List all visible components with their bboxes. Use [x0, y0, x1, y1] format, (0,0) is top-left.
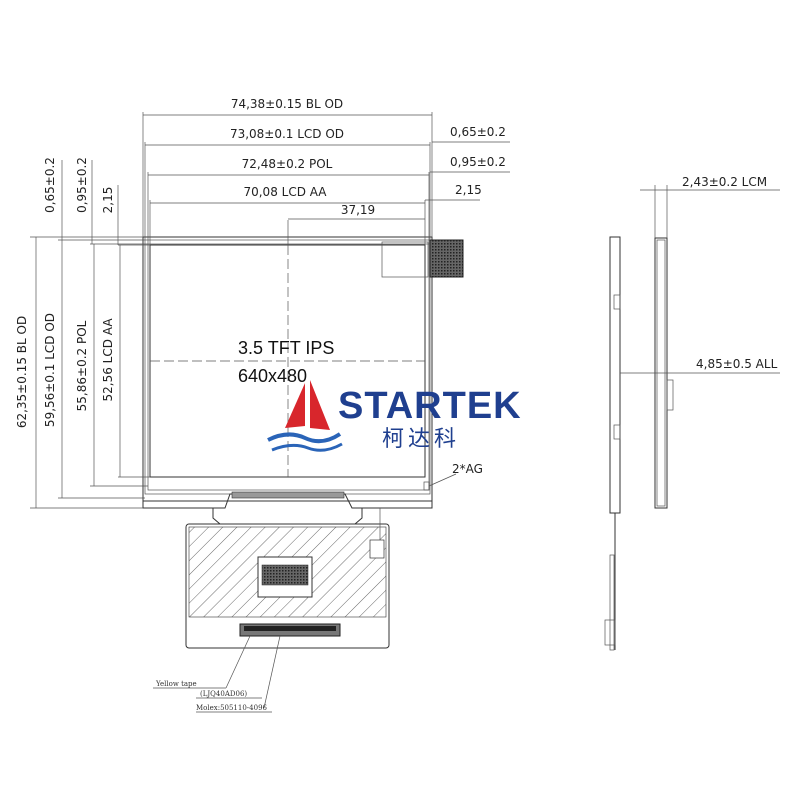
- brand-name-cn: 柯达科: [382, 427, 460, 452]
- dim-lcd-aa-width: 70,08 LCD AA: [243, 185, 327, 199]
- ag-label: 2*AG: [452, 462, 483, 476]
- dim-lcd-aa-height: 52,56 LCD AA: [101, 318, 115, 402]
- connector-part-note: (LJQ40AD06): [200, 690, 247, 698]
- startek-logo: STARTEK 柯达科: [267, 380, 522, 452]
- dim-lcd-od-width: 73,08±0.1 LCD OD: [230, 127, 344, 141]
- mesh-block: [429, 239, 464, 278]
- top-dimensions: 74,38±0.15 BL OD 73,08±0.1 LCD OD 72,48±…: [142, 97, 510, 245]
- bl-outline: [142, 236, 433, 502]
- corner-feature: [381, 241, 429, 278]
- yellow-tape-note: Yellow tape: [155, 680, 197, 688]
- dim-right-065: 0,65±0.2: [450, 125, 506, 139]
- dim-bl-od-height: 62,35±0.15 BL OD: [15, 316, 29, 428]
- side-fpc: [609, 236, 621, 514]
- fpc-board: Yellow tape (LJQ40AD06) Molex:505110-409…: [153, 508, 390, 713]
- dim-top-095: 0,95±0.2: [75, 157, 89, 213]
- dim-all-thickness: 4,85±0.5 ALL: [696, 357, 778, 371]
- molex-part-note: Molex:505110-4096: [196, 704, 268, 712]
- dim-top-215: 2,15: [101, 187, 115, 214]
- fpc-outline: [185, 523, 390, 649]
- dim-right-215: 2,15: [455, 183, 482, 197]
- dim-pol-height: 55,86±0.2 POL: [75, 320, 89, 411]
- panel-resolution: 640x480: [238, 366, 307, 386]
- dim-pol-width: 72,48±0.2 POL: [242, 157, 333, 171]
- side-view: 2,43±0.2 LCM 4,85±0.5 ALL: [604, 175, 780, 651]
- front-view: 2*AG: [142, 236, 483, 525]
- dim-top-065: 0,65±0.2: [43, 157, 57, 213]
- brand-name: STARTEK: [338, 385, 522, 427]
- dim-lcm-thickness: 2,43±0.2 LCM: [682, 175, 767, 189]
- dim-bl-od-width: 74,38±0.15 BL OD: [231, 97, 343, 111]
- dim-center-offset: 37,19: [341, 203, 375, 217]
- dim-lcd-od-height: 59,56±0.1 LCD OD: [43, 313, 57, 427]
- sail-icon: [267, 380, 343, 452]
- pol-outline: [147, 243, 430, 491]
- left-dimensions: 62,35±0.15 BL OD 59,56±0.1 LCD OD 55,86±…: [15, 157, 150, 509]
- panel-type: 3.5 TFT IPS: [238, 338, 334, 358]
- dim-right-095: 0,95±0.2: [450, 155, 506, 169]
